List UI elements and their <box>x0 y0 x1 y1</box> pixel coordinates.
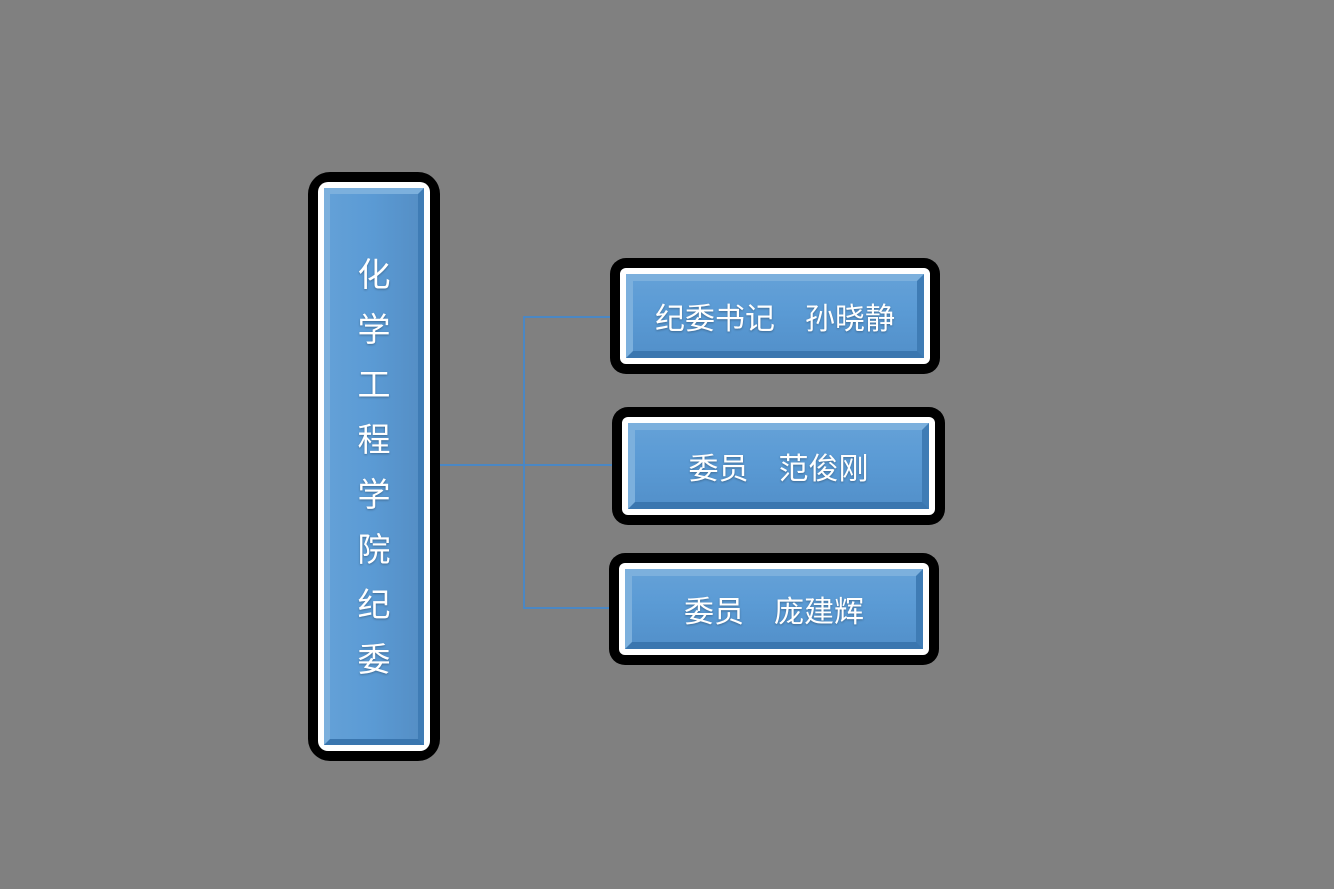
root-char-7: 委 <box>357 640 391 678</box>
child-node-2-label: 委员 庞建辉 <box>625 569 923 649</box>
connector-trunk-vertical <box>523 317 525 609</box>
child-node-0-label: 纪委书记 孙晓静 <box>626 274 924 358</box>
root-char-2: 工 <box>357 365 391 403</box>
child-node-2-border: 委员 庞建辉 <box>619 563 929 655</box>
connector-branch-1 <box>523 464 615 466</box>
org-node-member-fan[interactable]: 委员 范俊刚 <box>612 407 945 525</box>
root-char-5: 院 <box>357 530 391 568</box>
root-char-0: 化 <box>357 255 391 293</box>
connector-stem-horizontal <box>430 464 525 466</box>
root-node-border: 化 学 工 程 学 院 纪 委 <box>318 182 430 751</box>
root-node-face: 化 学 工 程 学 院 纪 委 <box>324 188 424 745</box>
root-char-6: 纪 <box>357 585 391 623</box>
connector-branch-0 <box>523 316 614 318</box>
root-char-1: 学 <box>357 310 391 348</box>
child-node-1-label: 委员 范俊刚 <box>628 423 929 509</box>
child-node-0-border: 纪委书记 孙晓静 <box>620 268 930 364</box>
root-node-label-vertical: 化 学 工 程 学 院 纪 委 <box>358 247 391 687</box>
child-node-1-border: 委员 范俊刚 <box>622 417 935 515</box>
root-char-4: 学 <box>357 475 391 513</box>
org-node-member-pang[interactable]: 委员 庞建辉 <box>609 553 939 665</box>
root-char-3: 程 <box>357 420 391 458</box>
connector-branch-2 <box>523 607 613 609</box>
org-node-secretary[interactable]: 纪委书记 孙晓静 <box>610 258 940 374</box>
org-node-root[interactable]: 化 学 工 程 学 院 纪 委 <box>308 172 440 761</box>
